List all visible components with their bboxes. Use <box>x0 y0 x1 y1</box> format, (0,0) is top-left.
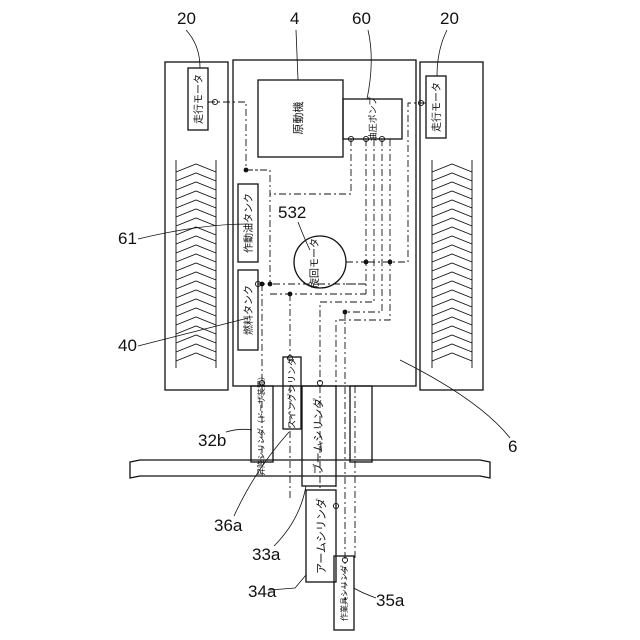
svg-text:20: 20 <box>177 9 196 28</box>
svg-text:34a: 34a <box>248 582 277 601</box>
svg-text:32b: 32b <box>198 431 226 450</box>
svg-text:走行モータ: 走行モータ <box>430 82 443 132</box>
hydraulic-pump-box: 油圧ポンプ <box>343 97 402 142</box>
svg-text:40: 40 <box>118 336 137 355</box>
svg-text:スイングシリンダ: スイングシリンダ <box>286 357 298 429</box>
svg-text:油圧ポンプ: 油圧ポンプ <box>367 97 379 142</box>
svg-text:走行モータ: 走行モータ <box>192 74 205 124</box>
svg-text:20: 20 <box>440 9 459 28</box>
svg-text:昇降シリンダ（ドーザ装置）: 昇降シリンダ（ドーザ装置） <box>256 372 266 476</box>
hydraulic-oil-tank: 作動油タンク <box>238 184 258 262</box>
svg-text:原動機: 原動機 <box>291 102 305 135</box>
svg-text:作業具シリンダ: 作業具シリンダ <box>339 565 349 621</box>
svg-text:作動油タンク: 作動油タンク <box>242 193 255 253</box>
svg-text:アームシリンダ: アームシリンダ <box>314 498 328 574</box>
swing-cylinder: スイングシリンダ <box>283 357 301 429</box>
svg-text:ブームシリンダ: ブームシリンダ <box>311 398 325 475</box>
svg-text:33a: 33a <box>252 545 281 564</box>
dozer-blade <box>130 460 490 478</box>
engine-box: 原動機 <box>258 80 343 157</box>
fuel-tank: 燃料タンク <box>238 270 258 350</box>
svg-text:36a: 36a <box>214 516 243 535</box>
svg-text:4: 4 <box>290 9 299 28</box>
swing-motor: 旋回モータ <box>294 236 346 288</box>
travel-motor-right: 走行モータ <box>426 76 446 138</box>
svg-text:6: 6 <box>508 437 517 456</box>
svg-text:61: 61 <box>118 229 137 248</box>
svg-text:旋回モータ: 旋回モータ <box>308 238 321 288</box>
travel-motor-left: 走行モータ <box>188 68 208 130</box>
arm-cylinder: アームシリンダ <box>306 490 336 582</box>
svg-text:532: 532 <box>278 203 306 222</box>
svg-text:燃料タンク: 燃料タンク <box>242 285 255 335</box>
svg-text:35a: 35a <box>376 591 405 610</box>
svg-text:60: 60 <box>352 9 371 28</box>
right-crawler-track <box>420 62 483 390</box>
tool-cylinder: 作業具シリンダ <box>334 556 354 630</box>
boom-cylinder: ブームシリンダ <box>302 386 336 486</box>
lift-cylinder-rod-right <box>350 386 372 462</box>
upper-frame <box>233 60 416 386</box>
